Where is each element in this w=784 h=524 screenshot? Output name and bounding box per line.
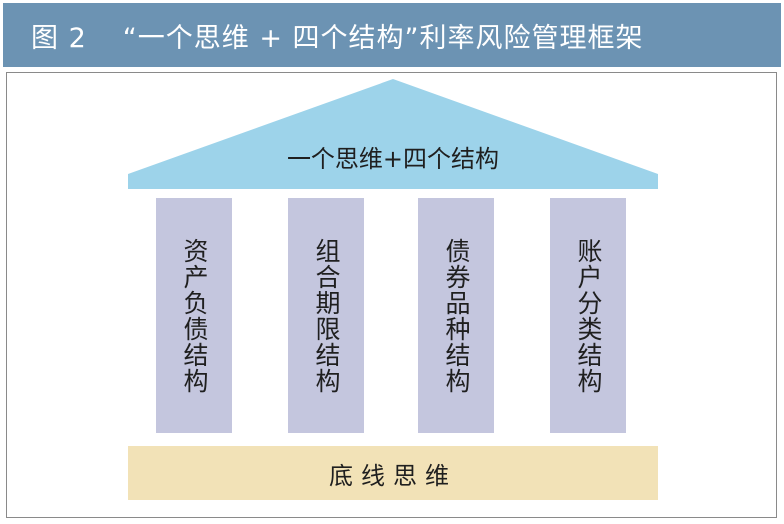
figure-header: 图 2 “一个思维 + 四个结构”利率风险管理框架 (3, 3, 781, 67)
roof-label: 一个思维+四个结构 (286, 145, 500, 173)
roof-triangle (128, 79, 658, 189)
figure-number: 图 2 (31, 22, 87, 54)
pillar-portfolio-term: 组合期限结构 (288, 198, 364, 433)
figure-title: “一个思维 + 四个结构”利率风险管理框架 (122, 22, 644, 54)
pillar-label: 账户分类结构 (574, 237, 603, 394)
foundation-base: 底线思维 (128, 446, 658, 500)
pillar-label: 债券品种结构 (442, 237, 471, 394)
pillar-label: 组合期限结构 (312, 237, 341, 394)
pillar-label: 资产负债结构 (180, 237, 209, 394)
base-label: 底线思维 (329, 461, 457, 490)
pillar-account-class: 账户分类结构 (550, 198, 626, 433)
pillar-bond-type: 债券品种结构 (418, 198, 494, 433)
pillar-asset-liability: 资产负债结构 (156, 198, 232, 433)
